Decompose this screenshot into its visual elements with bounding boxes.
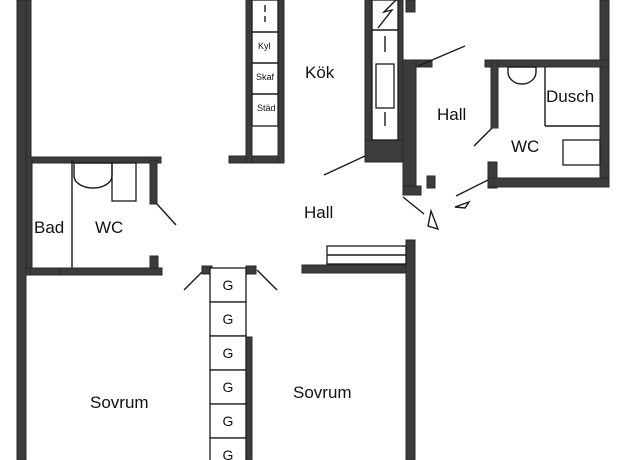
label-kok: Kök	[305, 63, 335, 82]
wall-shower-left	[490, 59, 499, 129]
label-sovrum-left: Sovrum	[90, 393, 149, 412]
door-hall-right	[455, 179, 489, 197]
vent-zigzag	[377, 0, 397, 29]
wardrobe-label: G	[223, 277, 234, 293]
wall-closet-notch	[426, 175, 436, 189]
wardrobe-label: G	[223, 413, 234, 429]
wardrobe-cell	[209, 403, 247, 439]
door-kitchen-bottom	[323, 155, 366, 176]
toilet-left	[73, 162, 113, 189]
wall-closet-block	[402, 59, 417, 196]
label-kyl: Kyl	[258, 41, 271, 51]
wall-right-outer-top	[599, 0, 610, 188]
label-dusch: Dusch	[546, 87, 594, 106]
wall-left-bedroom-top	[29, 267, 61, 276]
label-bad: Bad	[34, 218, 64, 237]
wall-kitchen-column-right	[277, 0, 285, 164]
wardrobe-label: G	[223, 447, 234, 460]
wall-shower-left-low	[487, 161, 498, 189]
label-skaf: Skaf	[256, 72, 275, 82]
wall-bedroom-divider	[245, 336, 253, 460]
door-entry	[402, 196, 425, 215]
wardrobe-cell	[209, 437, 247, 460]
washbasin	[111, 162, 137, 202]
wall-kitchen-right-thin	[397, 0, 404, 151]
wall-bedroom-right	[405, 239, 416, 460]
label-hall-center: Hall	[304, 203, 333, 222]
wardrobe-column: G G G G G G	[209, 267, 247, 460]
wall-shower-bottom	[487, 177, 610, 188]
wall-shower-top	[484, 59, 610, 68]
wardrobe-cell	[209, 267, 247, 303]
wardrobe-label: G	[223, 311, 234, 327]
wall-closet-base	[402, 185, 422, 196]
door-bedroom-left-a	[183, 269, 205, 291]
wardrobe-cell	[209, 335, 247, 371]
wall-bath-left-stub	[25, 156, 33, 276]
wall-top-right-stub	[405, 0, 416, 13]
label-wc-right: WC	[511, 137, 539, 156]
wall-kitchen-left-stub	[228, 155, 285, 164]
label-wc-left: WC	[95, 218, 123, 237]
door-bedroom-left-b	[256, 269, 278, 291]
door-kitchen-right	[417, 45, 466, 67]
label-hall-right: Hall	[437, 105, 466, 124]
door-shower	[473, 127, 493, 147]
door-marker-1	[427, 208, 440, 231]
shower-tray	[562, 139, 601, 166]
label-sovrum-center: Sovrum	[293, 383, 352, 402]
wall-left-outer	[16, 0, 27, 460]
toilet-right	[507, 66, 537, 85]
stove	[375, 63, 395, 109]
wardrobe-top-cap-right	[245, 265, 257, 275]
wardrobe-label: G	[223, 379, 234, 395]
wall-top-left-interior	[25, 0, 32, 161]
label-stad: Städ	[257, 103, 276, 113]
wardrobe-cell	[209, 301, 247, 337]
wall-bedroom-right-top	[301, 264, 410, 274]
wall-bath-bottom	[25, 267, 163, 276]
wardrobe-cell	[209, 369, 247, 405]
wall-kitchen-right-column	[364, 0, 373, 163]
door-marker-2	[454, 200, 471, 209]
wall-kitchen-column-left	[245, 0, 253, 164]
wardrobe-label: G	[223, 345, 234, 361]
wall-bath-top	[25, 156, 162, 164]
wall-bath-right-upper	[149, 159, 158, 205]
